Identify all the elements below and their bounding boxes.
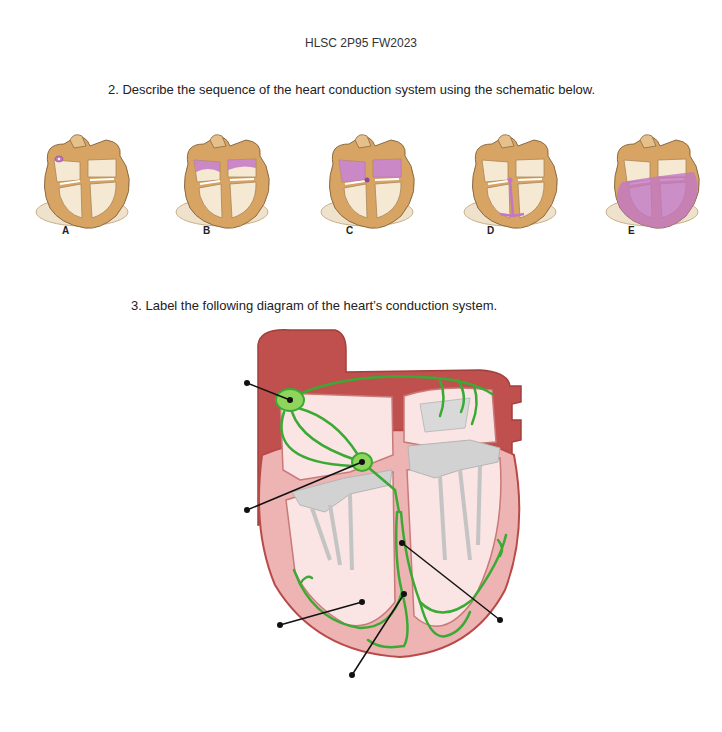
leader-dot: [244, 380, 503, 678]
panel-letter: C: [346, 225, 353, 236]
leader-dot: [287, 397, 293, 403]
leader-dot: [349, 672, 355, 678]
heart-vessel: [640, 135, 656, 148]
leader-line: [247, 383, 290, 400]
leader-dot: [401, 591, 407, 597]
sa-node-center: [58, 158, 60, 160]
heart-valve: [200, 179, 254, 184]
internodal-pathway: [281, 412, 352, 466]
sa-node: [276, 389, 304, 411]
atrial-branch: [440, 380, 477, 424]
schematic-heart: [606, 135, 699, 229]
depolarised-ventricles: [617, 172, 698, 228]
right-ventricle: [199, 184, 222, 218]
left-atrium: [228, 159, 256, 177]
heart-body: [472, 137, 557, 228]
heart-body: [44, 137, 129, 228]
bundle-of-his: [369, 468, 399, 512]
left-atrium: [516, 159, 544, 177]
purkinje-fibers: [368, 592, 470, 647]
heart-valve: [60, 179, 114, 184]
left-ventricle: [230, 182, 256, 218]
panel-letter: A: [62, 225, 69, 236]
heart-vessel: [498, 135, 514, 148]
bundle-branch: [500, 180, 524, 216]
leader-line: [402, 543, 500, 620]
page-header: HLSC 2P95 FW2023: [0, 36, 722, 50]
mitral-valve: [408, 440, 500, 478]
schematic-heart: [464, 135, 557, 229]
leader-dot: [277, 622, 283, 628]
av-node: [352, 453, 372, 471]
left-bundle-branch: [401, 512, 506, 613]
schematic-heart: [176, 135, 269, 229]
panel-letter: E: [628, 225, 635, 236]
leader-dot: [244, 507, 250, 513]
question-text: 2. Describe the sequence of the heart co…: [108, 82, 595, 97]
sa-node: [55, 156, 63, 162]
heart-vessel: [70, 135, 86, 148]
schematic-heart: [321, 135, 414, 229]
left-atrium: [404, 388, 496, 447]
leader-line: [247, 383, 500, 675]
heart-vessel: [210, 135, 226, 148]
right-atrium: [339, 160, 365, 182]
schematic-heart: [36, 135, 129, 229]
right-ventricle: [59, 184, 82, 218]
leader-dot: [244, 380, 250, 386]
question-text: 3. Label the following diagram of the he…: [131, 298, 497, 313]
heart-body: [184, 137, 269, 228]
left-atrium: [373, 159, 401, 177]
right-atrium: [54, 160, 80, 182]
depolarised-atria: [228, 159, 256, 170]
panel-letter: D: [487, 225, 494, 236]
left-ventricle: [90, 182, 116, 218]
av-node: [365, 178, 370, 183]
left-ventricle: [518, 182, 544, 218]
right-atrium: [194, 160, 220, 182]
leader-dot: [497, 617, 503, 623]
right-bundle-branch: [294, 512, 402, 628]
internodal-pathway: [298, 408, 358, 455]
panel-letter: B: [203, 225, 210, 236]
left-ventricle: [407, 458, 501, 626]
depolarised-atria: [194, 160, 220, 172]
left-ventricle: [375, 182, 401, 218]
leader-dot: [359, 599, 365, 605]
heart-vessel: [355, 135, 371, 148]
left-atrium: [88, 159, 116, 177]
conduction-pathway: [281, 377, 506, 648]
leader-line: [280, 602, 362, 625]
leader-line: [247, 462, 362, 510]
leader-dot: [359, 459, 365, 465]
heart-valve: [488, 179, 542, 184]
right-ventricle: [487, 184, 510, 218]
heart-body: [329, 137, 414, 228]
depolarised-atria: [339, 160, 365, 182]
heart-body: [614, 137, 699, 228]
depolarised-atria: [373, 159, 401, 177]
right-ventricle: [344, 184, 367, 218]
right-atrium: [482, 160, 508, 182]
leader-line: [352, 594, 404, 675]
leader-dot: [399, 540, 405, 546]
